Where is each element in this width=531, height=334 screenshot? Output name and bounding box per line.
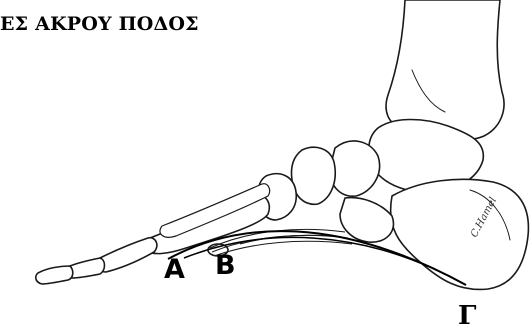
navicular-bone	[330, 141, 380, 196]
point-label-a: A	[164, 256, 185, 283]
tibia-bone	[386, 0, 504, 140]
point-label-g: Γ	[458, 303, 476, 329]
calcaneus-bone	[391, 179, 529, 289]
point-label-b: B	[215, 252, 236, 279]
cuboid-bone	[340, 198, 393, 243]
distal-phalanx-bone	[36, 266, 73, 284]
cuneiform-bone	[291, 147, 335, 204]
